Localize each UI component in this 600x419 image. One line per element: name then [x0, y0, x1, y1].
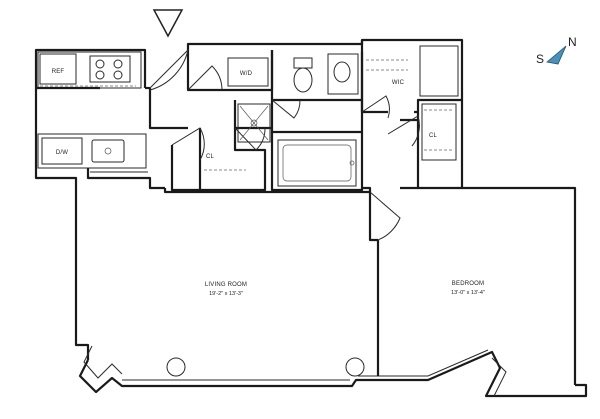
dims-bedroom: 13'-0" x 13'-4": [451, 290, 485, 296]
refrigerator-icon: [39, 53, 77, 85]
fixtures: [39, 53, 454, 377]
interior-walls: [36, 40, 462, 376]
compass-north-label: N: [568, 35, 577, 49]
bath-sink-icon: [333, 61, 351, 83]
column-icon: [345, 357, 365, 377]
toilet-icon: [293, 67, 313, 93]
label-cl-right: CL: [429, 133, 438, 139]
exterior-walls: [34, 38, 588, 398]
label-bedroom: BEDROOM: [452, 281, 484, 287]
dims-living-room: 19'-2" x 13'-3": [209, 291, 243, 297]
dishwasher-icon: [41, 137, 83, 165]
compass-arrow-icon: [546, 45, 567, 65]
column-icon: [166, 357, 186, 377]
compass-south-label: S: [536, 52, 544, 66]
stove-icon: [89, 55, 131, 83]
entry-marker-icon: [152, 9, 184, 38]
label-dw: D/W: [56, 150, 68, 156]
label-wd: W/D: [240, 71, 253, 77]
label-living-room: LIVING ROOM: [205, 282, 247, 288]
label-wic: WIC: [392, 80, 405, 86]
compass: S N: [536, 35, 577, 66]
label-ref: REF: [52, 69, 65, 75]
doors: [149, 48, 420, 241]
label-cl-left: CL: [206, 154, 215, 160]
kitchen-sink-icon: [91, 139, 125, 163]
